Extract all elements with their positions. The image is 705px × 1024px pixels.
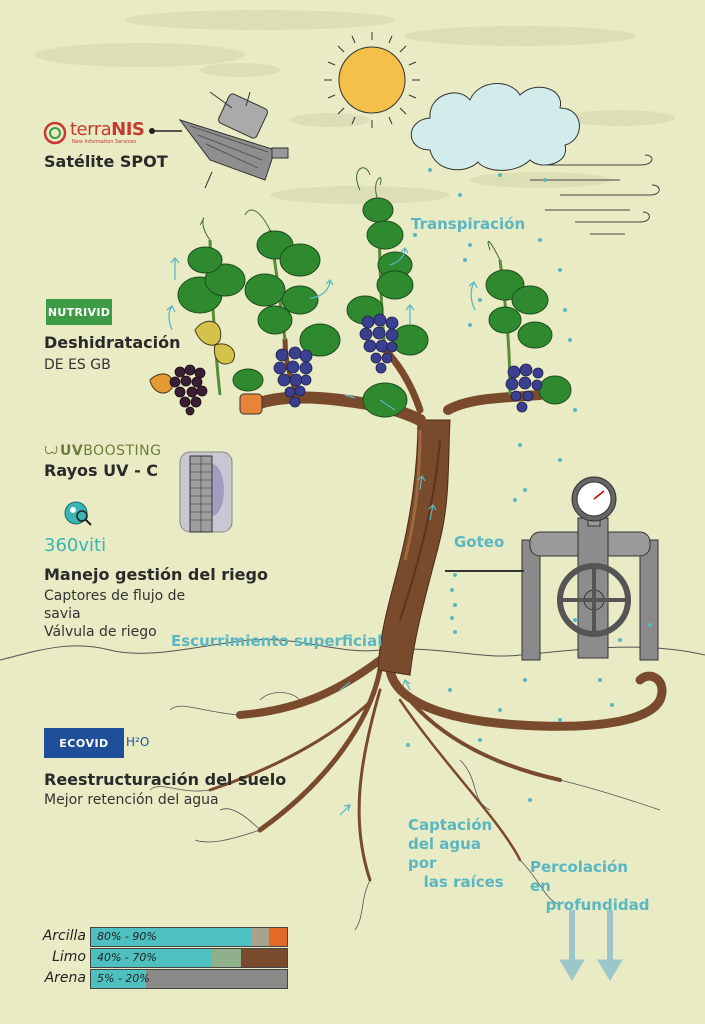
soil-row-clay: Arcilla 80% - 90% [40, 926, 290, 947]
terranis-logo-word-a: terra [70, 119, 112, 140]
label-runoff: Escurrimiento superficial [171, 632, 383, 650]
label-transpiration: Transpiración [411, 215, 526, 233]
roots [208, 656, 667, 882]
sun-icon [324, 32, 420, 128]
wind-icon [530, 154, 660, 235]
pressure-gauge-icon [571, 476, 617, 527]
irrigation-sub-2: savia [44, 606, 81, 622]
soil-name: Arena [44, 970, 86, 986]
cloud-icon [410, 83, 580, 171]
root-hairs [149, 692, 661, 931]
uv-heading: Rayos UV - C [44, 461, 159, 480]
label-drip: Goteo [454, 533, 505, 551]
background-haze [35, 10, 675, 204]
dehydration-sub: DE ES GB [44, 357, 111, 373]
grape-bunch-shriveled [169, 364, 208, 416]
irrigation-valve [445, 517, 659, 661]
terranis-logo: terraNIS New Information Services [44, 119, 154, 149]
uvboosting-logo-icon [45, 445, 58, 455]
soil-name: Limo [52, 949, 86, 965]
vine-trunk [377, 419, 451, 676]
terranis-logo-tagline: New Information Services [72, 139, 137, 145]
uv-lamp-icon [179, 451, 233, 533]
soil-range: 80% - 90% [97, 930, 157, 943]
uvboosting-logo-b: BOOSTING [83, 443, 162, 459]
soil-row-silt: Limo 40% - 70% [40, 947, 290, 968]
irrigation-sub-3: Válvula de riego [44, 624, 157, 640]
vine-cut-stub [239, 393, 263, 415]
soil-range: 5% - 20% [97, 972, 150, 985]
ecovid-logo-suffix: H²O [126, 735, 150, 749]
soil-bar-sand: 5% - 20% [90, 969, 288, 989]
ecovid-logo-mark: ECOVID [44, 728, 124, 758]
soil-range: 40% - 70% [97, 951, 157, 964]
terranis-logo-word-b: NIS [111, 119, 145, 140]
360viti-mascot-icon [64, 501, 92, 526]
transpiration-arrows [166, 246, 478, 331]
uvboosting-logo-a: UV [60, 443, 84, 459]
satellite-pointer [149, 128, 182, 134]
ground-surface [0, 638, 705, 661]
soil-sub: Mejor retención del agua [44, 792, 219, 808]
percolation-arrows-icon [559, 910, 623, 981]
soil-name: Arcilla [42, 928, 86, 944]
irrigation-heading: Manejo gestión del riego [44, 565, 268, 584]
soil-bar-clay: 80% - 90% [90, 927, 288, 947]
sap-flow-arrows [339, 394, 437, 816]
tendrils [199, 167, 501, 261]
nutrivid-logo: NUTRIVID [46, 299, 112, 325]
satellite-heading: Satélite SPOT [44, 152, 168, 171]
label-percolation: Percolación en profundidad [530, 858, 650, 914]
uvboosting-logo: UVBOOSTING [44, 443, 162, 459]
terranis-logo-wordmark: terraNIS [70, 119, 145, 140]
vine-leaves [177, 197, 572, 418]
360viti-logo: 360viti [44, 535, 107, 556]
dried-leaves [149, 320, 236, 394]
soil-heading: Reestructuración del suelo [44, 770, 287, 789]
ecovid-logo: ECOVID H²O [44, 728, 152, 758]
terranis-logo-icon [43, 121, 67, 145]
soil-bar-silt: 40% - 70% [90, 948, 288, 968]
satellite-icon [178, 91, 289, 189]
dehydration-heading: Deshidratación [44, 333, 181, 352]
soil-row-sand: Arena 5% - 20% [40, 968, 290, 989]
water-droplets [406, 168, 652, 802]
grape-bunch-2 [359, 313, 399, 374]
label-root-uptake: Captación del agua por las raíces [408, 816, 504, 891]
grape-bunch-1 [273, 346, 313, 408]
irrigation-sub-1: Captores de flujo de [44, 588, 186, 604]
grape-bunch-3 [505, 363, 544, 413]
